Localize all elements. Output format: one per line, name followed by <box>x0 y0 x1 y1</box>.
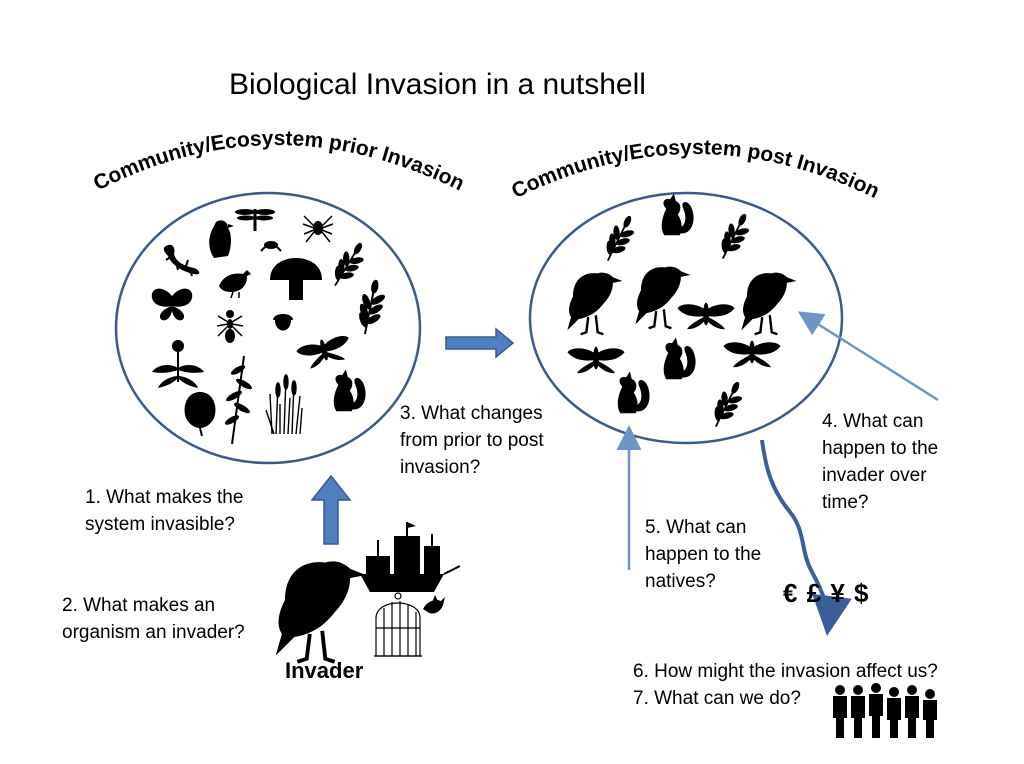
question-4-line-4: time? <box>822 492 869 513</box>
question-7: 7. What can we do? <box>633 688 801 709</box>
fern-leaf-icon <box>707 210 761 260</box>
question-3-line-2: from prior to post <box>400 430 544 451</box>
question-5-line-1: 5. What can <box>645 517 747 538</box>
leaf-icon <box>184 392 216 437</box>
fern-leaf-icon <box>592 212 646 262</box>
acorn-icon <box>273 314 293 331</box>
squirrel-icon <box>663 337 696 380</box>
question-2-line-1: 2. What makes an <box>62 595 216 616</box>
eagle-icon <box>209 220 234 258</box>
moth-icon <box>295 332 354 371</box>
prior-invasion-heading: Community/Ecosystem prior Invasion <box>90 127 468 195</box>
flower-stalk-icon <box>224 355 252 445</box>
question-1: 1. What makes the system invasible? <box>85 484 243 538</box>
invader-label: Invader <box>285 658 364 683</box>
currency-symbols: € £ ¥ $ <box>783 578 870 608</box>
impact-on-us-arrow <box>760 439 852 636</box>
moth-icon <box>723 340 781 368</box>
grass-icon <box>265 374 303 435</box>
crow-icon <box>634 265 692 330</box>
question-5-line-2: happen to the <box>645 544 762 565</box>
invader-entry-arrow <box>310 474 352 545</box>
question-5-line-3: natives? <box>645 571 716 592</box>
ant-icon <box>216 310 244 343</box>
fern-leaf-icon <box>322 239 375 287</box>
crow-icon <box>566 271 624 336</box>
ship-icon <box>360 522 461 592</box>
fern-leaf-icon <box>340 275 401 336</box>
people-group-icon <box>833 683 937 738</box>
post-ecosystem-circle <box>528 191 844 445</box>
question-4-line-3: invader over <box>822 465 927 486</box>
question-2-line-2: organism an invader? <box>62 622 245 643</box>
question-3-line-1: 3. What changes <box>400 403 543 424</box>
prior-to-post-arrow <box>445 327 515 359</box>
post-species-group <box>566 193 798 428</box>
dove-icon <box>423 595 445 614</box>
squirrel-icon <box>617 371 650 414</box>
question-2: 2. What makes an organism an invader? <box>62 592 245 646</box>
spider-icon <box>302 215 334 243</box>
butterfly-icon <box>151 288 193 321</box>
lizard-icon <box>163 244 200 277</box>
crow-icon <box>740 271 798 336</box>
question-4-line-1: 4. What can <box>822 411 924 432</box>
question-3-line-3: invasion? <box>400 457 481 478</box>
bird-icon <box>219 270 251 299</box>
squirrel-icon <box>333 369 366 412</box>
question-4-line-2: happen to the <box>822 438 939 459</box>
question-1-line-2: system invasible? <box>85 514 235 535</box>
crow-icon <box>273 559 368 664</box>
frog-icon <box>260 241 282 252</box>
invader-over-time-arrow <box>797 311 939 402</box>
question-5: 5. What can happen to the natives? <box>645 514 761 595</box>
invader-group <box>273 522 461 664</box>
birdcage-icon <box>374 592 422 657</box>
fern-leaf-icon <box>700 378 754 428</box>
question-3: 3. What changes from prior to post invas… <box>400 400 544 481</box>
page-title: Biological Invasion in a nutshell <box>229 68 646 101</box>
question-6: 6. How might the invasion affect us? <box>633 661 938 682</box>
moth-icon <box>677 302 735 330</box>
moth-icon <box>567 346 625 374</box>
question-4: 4. What can happen to the invader over t… <box>822 408 938 516</box>
prior-ecosystem-circle <box>114 191 422 465</box>
mushroom-icon <box>270 258 322 300</box>
dragonfly-icon <box>235 209 275 231</box>
question-1-line-1: 1. What makes the <box>85 487 244 508</box>
prior-species-group <box>151 209 401 445</box>
squirrel-icon <box>661 193 694 236</box>
dandelion-icon <box>152 340 204 388</box>
